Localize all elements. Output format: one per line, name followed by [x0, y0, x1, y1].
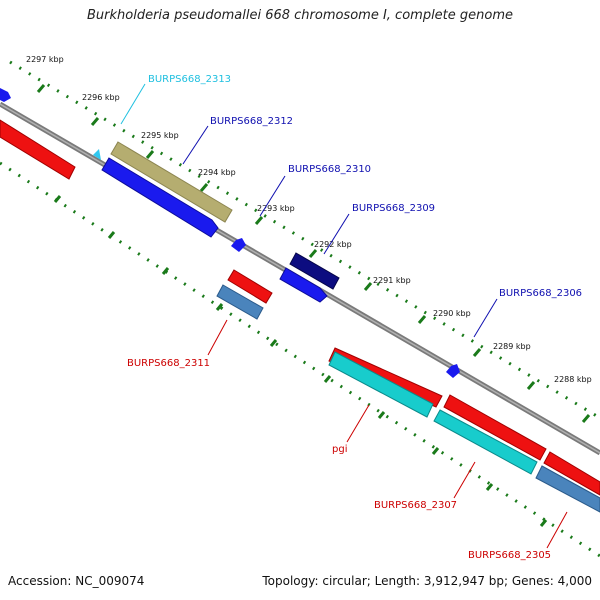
kbp-tick-marks — [36, 84, 591, 423]
leader-line — [473, 298, 498, 338]
kbp-label: 2294 kbp — [198, 168, 236, 177]
gene-feature-small[interactable] — [0, 88, 11, 102]
gene-feature-2305[interactable] — [535, 465, 600, 513]
kbp-label: 2290 kbp — [433, 309, 471, 318]
leader-line — [346, 404, 370, 443]
leader-line — [182, 125, 209, 165]
gene-feature-red[interactable] — [0, 119, 76, 180]
kbp-label: 2293 kbp — [257, 204, 295, 213]
gene-feature-2309[interactable] — [279, 267, 328, 303]
kbp-label: 2288 kbp — [554, 375, 592, 384]
kbp-label: 2289 kbp — [493, 342, 531, 351]
outer-ruler — [9, 60, 600, 420]
leader-line — [546, 511, 568, 549]
leader-line — [207, 319, 228, 356]
gene-label-2311[interactable]: BURPS668_2311 — [127, 358, 210, 369]
leader-line — [323, 213, 350, 255]
gene-feature-2311[interactable] — [216, 284, 264, 320]
gene-feature-2312[interactable] — [101, 157, 219, 238]
kbp-label: 2296 kbp — [82, 93, 120, 102]
kbp-label: 2292 kbp — [314, 240, 352, 249]
leader-line — [259, 175, 286, 217]
gene-label-2313[interactable]: BURPS668_2313 — [148, 74, 231, 85]
kbp-label: 2297 kbp — [26, 55, 64, 64]
inner-ruler — [0, 161, 600, 558]
gene-feature-2306[interactable] — [446, 364, 460, 378]
gene-feature-red[interactable] — [227, 269, 273, 304]
gene-feature-red[interactable] — [443, 394, 547, 461]
kbp-label: 2291 kbp — [373, 276, 411, 285]
gene-feature-2307[interactable] — [433, 409, 538, 475]
gene-feature-khaki[interactable] — [110, 141, 233, 223]
gene-label-2307[interactable]: BURPS668_2307 — [374, 500, 457, 511]
leader-line — [453, 461, 476, 499]
accession-text: Accession: NC_009074 — [8, 574, 145, 588]
gene-label-2305[interactable]: BURPS668_2305 — [468, 550, 551, 561]
gene-label-2309[interactable]: BURPS668_2309 — [352, 203, 435, 214]
topology-info-text: Topology: circular; Length: 3,912,947 bp… — [262, 574, 592, 588]
gene-feature-2313[interactable] — [93, 149, 101, 160]
gene-feature-2310[interactable] — [289, 252, 340, 290]
gene-label-pgi[interactable]: pgi — [332, 444, 347, 455]
map-title: Burkholderia pseudomallei 668 chromosome… — [86, 8, 514, 23]
gene-feature-pgi[interactable] — [328, 351, 434, 418]
leader-line — [120, 83, 146, 125]
gene-label-2312[interactable]: BURPS668_2312 — [210, 116, 293, 127]
gene-feature-red[interactable] — [328, 347, 443, 408]
kbp-label: 2295 kbp — [141, 131, 179, 140]
gene-feature-red[interactable] — [543, 451, 600, 496]
inner-tick-marks — [53, 195, 548, 527]
gene-feature-small[interactable] — [231, 238, 246, 252]
gene-label-2306[interactable]: BURPS668_2306 — [499, 288, 582, 299]
gene-label-2310[interactable]: BURPS668_2310 — [288, 164, 371, 175]
